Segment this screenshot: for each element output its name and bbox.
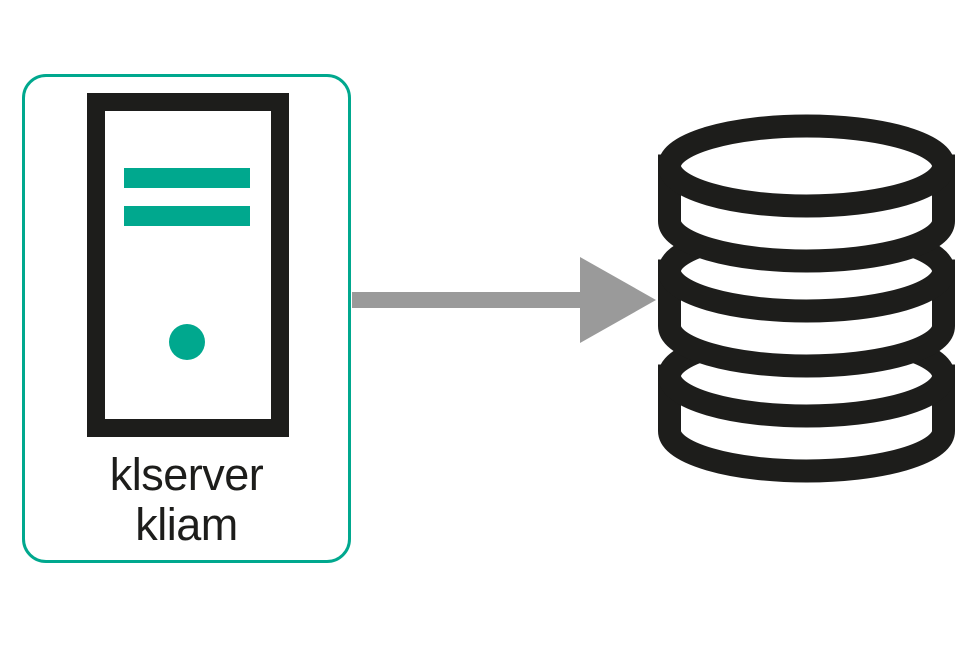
server-drive-bar-1 [124,168,250,188]
server-label-line1: klserver [109,449,264,500]
server-power-dot [169,324,205,360]
database-icon [658,114,955,483]
server-tower-icon [87,93,289,437]
server-node: klserver kliam [22,74,351,563]
server-label-line2: kliam [135,499,238,550]
server-node-label: klserver kliam [25,450,348,550]
arrow-head-icon [580,257,656,343]
arrow-shaft [352,292,584,308]
database-disk-top [658,114,955,273]
server-drive-bar-2 [124,206,250,226]
